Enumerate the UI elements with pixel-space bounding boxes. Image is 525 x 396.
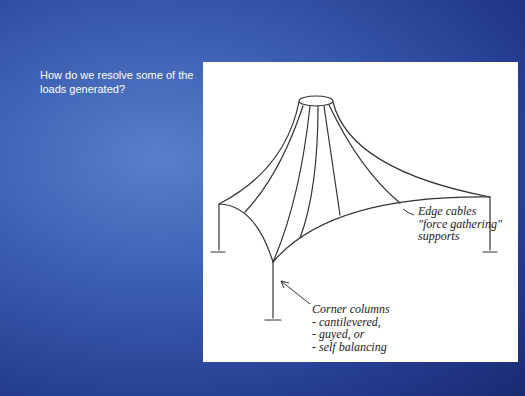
- white-panel: [203, 62, 518, 362]
- leader-arrow: [281, 281, 310, 304]
- callout-note: Corner columns - cantilevered, - guyed, …: [312, 303, 390, 353]
- arrowhead: [281, 281, 289, 288]
- leader-line: [403, 209, 414, 215]
- callout-note: Edge cables "force gathering" supports: [418, 205, 502, 243]
- slide-question: How do we resolve some of the loads gene…: [40, 68, 200, 96]
